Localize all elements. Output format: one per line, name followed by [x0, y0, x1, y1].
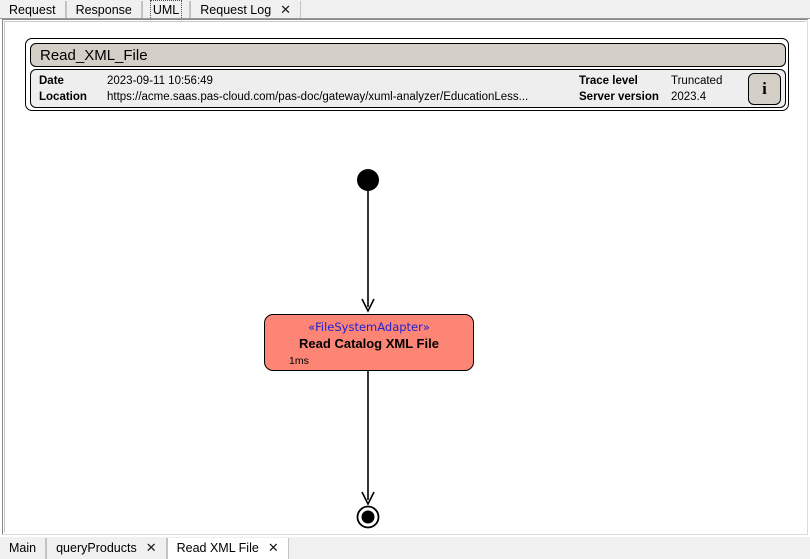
bottom-tab-queryproducts-label: queryProducts	[56, 541, 137, 555]
date-value: 2023-09-11 10:56:49	[107, 75, 213, 87]
close-icon[interactable]: ✕	[280, 2, 292, 18]
tab-request-label: Request	[9, 3, 56, 17]
tab-request[interactable]: Request	[0, 1, 66, 19]
bottom-tab-main-label: Main	[9, 541, 37, 555]
tab-response-label: Response	[75, 3, 132, 17]
activity-node-stereotype: «FileSystemAdapter»	[308, 320, 430, 334]
metadata-right-group: Trace level Truncated Server version 202…	[579, 73, 739, 105]
final-node-core	[361, 510, 375, 524]
activity-node-duration: 1ms	[289, 355, 309, 367]
trace-level-label: Trace level	[579, 75, 638, 87]
tab-request-log[interactable]: Request Log ✕	[190, 1, 302, 19]
metadata-row-server-version: Server version 2023.4	[579, 89, 739, 105]
diagram-header-card: Read_XML_File Date 2023-09-11 10:56:49 L…	[25, 38, 789, 111]
close-icon[interactable]: ✕	[267, 540, 279, 556]
location-value: https://acme.saas.pas-cloud.com/pas-doc/…	[107, 91, 529, 103]
server-version-value: 2023.4	[671, 91, 707, 103]
top-tab-strip: Request Response UML Request Log ✕	[0, 0, 810, 20]
activity-node-read-catalog-xml-file[interactable]: «FileSystemAdapter» Read Catalog XML Fil…	[264, 314, 474, 371]
bottom-tab-read-xml-file[interactable]: Read XML File ✕	[166, 537, 289, 559]
uml-canvas-container: Read_XML_File Date 2023-09-11 10:56:49 L…	[4, 21, 806, 533]
bottom-tab-strip: Main queryProducts ✕ Read XML File ✕	[0, 537, 810, 559]
tab-uml-label: UML	[149, 0, 183, 20]
metadata-row-location: Location https://acme.saas.pas-cloud.com…	[39, 89, 579, 105]
arrowhead-icon	[361, 491, 375, 506]
diagram-metadata-panel: Date 2023-09-11 10:56:49 Location https:…	[30, 69, 786, 108]
location-label: Location	[39, 91, 87, 103]
metadata-row-date: Date 2023-09-11 10:56:49	[39, 73, 579, 89]
page-title: Read_XML_File	[30, 43, 786, 67]
activity-diagram: «FileSystemAdapter» Read Catalog XML Fil…	[5, 117, 805, 532]
info-icon[interactable]: i	[748, 73, 781, 105]
arrowhead-icon	[361, 298, 375, 313]
initial-node	[357, 169, 379, 191]
metadata-left-group: Date 2023-09-11 10:56:49 Location https:…	[39, 73, 579, 105]
tab-uml[interactable]: UML	[141, 0, 191, 20]
date-label: Date	[39, 75, 64, 87]
close-icon[interactable]: ✕	[145, 540, 157, 556]
bottom-tab-queryproducts[interactable]: queryProducts ✕	[46, 537, 167, 559]
activity-node-title: Read Catalog XML File	[299, 336, 439, 351]
server-version-label: Server version	[579, 91, 659, 103]
trace-level-value: Truncated	[671, 75, 723, 87]
tab-response[interactable]: Response	[65, 1, 142, 19]
uml-content-panel: Read_XML_File Date 2023-09-11 10:56:49 L…	[2, 19, 808, 535]
tab-request-log-label: Request Log	[200, 3, 272, 17]
metadata-row-trace-level: Trace level Truncated	[579, 73, 739, 89]
bottom-tab-main[interactable]: Main	[0, 537, 47, 559]
bottom-tab-read-xml-file-label: Read XML File	[176, 541, 259, 555]
